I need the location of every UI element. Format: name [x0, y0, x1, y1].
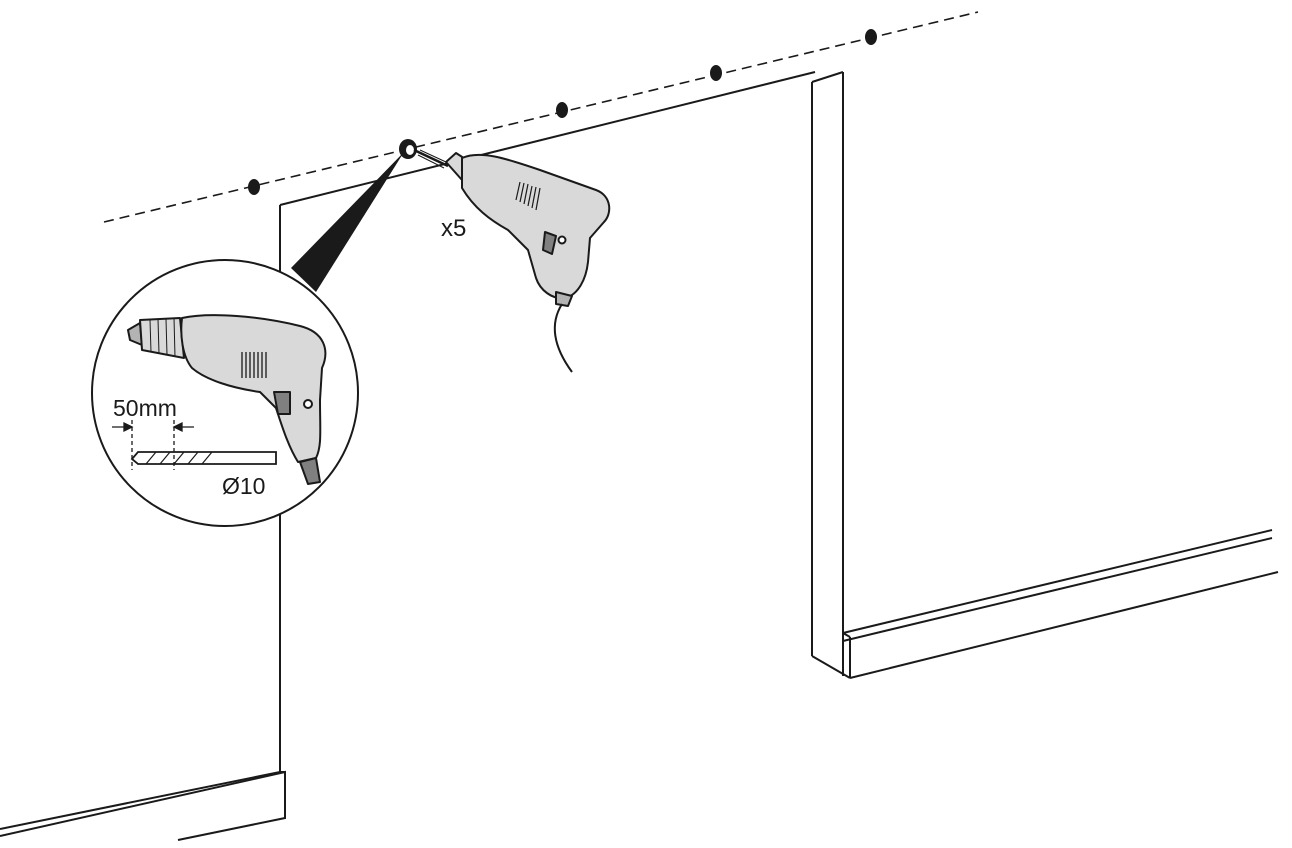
hole-count-label: x5 [441, 215, 466, 242]
active-drill-hole [399, 139, 417, 159]
bit-diameter-label: Ø10 [222, 473, 265, 499]
depth-dimension [112, 420, 194, 470]
left-skirting-board [0, 770, 286, 841]
hole-marker [710, 65, 722, 81]
drill-bit-icon [130, 451, 277, 465]
drill-depth-label: 50mm [113, 395, 177, 421]
right-skirting-board [842, 529, 1279, 679]
detail-callout-circle: 50mm Ø10 [91, 259, 359, 527]
power-drill-icon [127, 314, 327, 485]
left-wall-panel [279, 71, 851, 790]
hole-marker [556, 102, 568, 118]
power-drill-icon [413, 148, 611, 373]
hole-marker [865, 29, 877, 45]
hole-marker [248, 179, 260, 195]
drill-hole-markers [248, 29, 877, 195]
callout-cone [291, 152, 404, 292]
